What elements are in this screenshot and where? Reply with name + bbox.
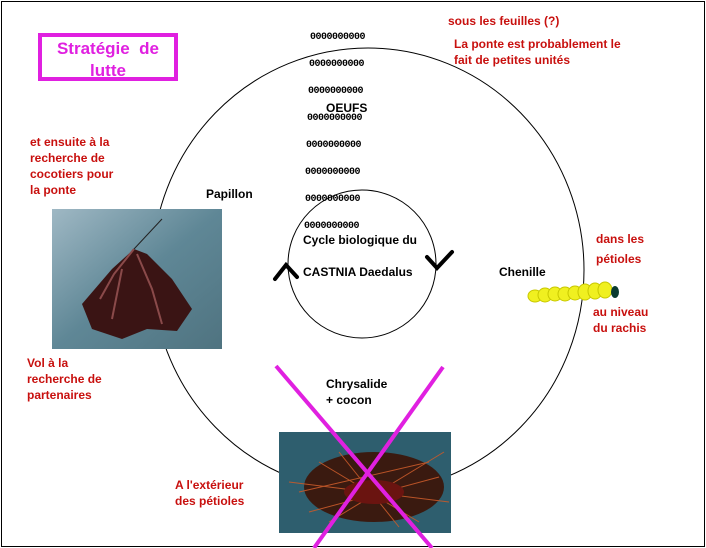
eggs-row: 0000000000 xyxy=(308,86,364,97)
chrysalis-cocoon-photo xyxy=(279,432,451,533)
eggs-row: 0000000000 xyxy=(306,140,362,151)
note-butterfly-search: et ensuite à la recherche de cocotiers p… xyxy=(30,135,114,197)
note-chrysalis-location: A l'extérieur des pétioles xyxy=(175,478,245,508)
note-butterfly-flight: Vol à la recherche de partenaires xyxy=(27,356,102,402)
strategy-box: Stratégie de lutte xyxy=(38,33,178,81)
butterfly-photo xyxy=(52,209,222,349)
stage-butterfly: Papillon xyxy=(206,187,253,201)
note-caterpillar-petioles: dans les pétioles xyxy=(596,232,645,266)
eggs-row: 0000000000 xyxy=(310,32,366,43)
note-caterpillar-rachis: au niveau du rachis xyxy=(593,305,649,335)
arrow-head-right-icon xyxy=(425,250,454,271)
stage-chrysalis: Chrysalide + cocon xyxy=(326,377,388,407)
center-title-line2: CASTNIA Daedalus xyxy=(303,265,413,279)
note-eggs-laying: La ponte est probablement le fait de pet… xyxy=(454,37,621,67)
caterpillar-icon xyxy=(527,281,619,303)
arrow-head-left-icon xyxy=(273,261,299,281)
eggs-row: 0000000000 xyxy=(307,113,363,124)
eggs-symbol: 0000000000 0000000000 0000000000 0000000… xyxy=(304,15,366,249)
note-eggs-location: sous les feuilles (?) xyxy=(448,14,560,28)
eggs-row: 0000000000 xyxy=(305,167,361,178)
stage-eggs: OEUFS xyxy=(326,101,368,115)
eggs-row: 0000000000 xyxy=(304,221,360,232)
cross-stroke-1 xyxy=(274,364,434,548)
center-title-line1: Cycle biologique du xyxy=(303,233,418,247)
eggs-row: 0000000000 xyxy=(309,59,365,70)
stage-caterpillar: Chenille xyxy=(499,265,546,279)
cross-stroke-2 xyxy=(312,365,445,548)
eggs-row: 0000000000 xyxy=(305,194,361,205)
